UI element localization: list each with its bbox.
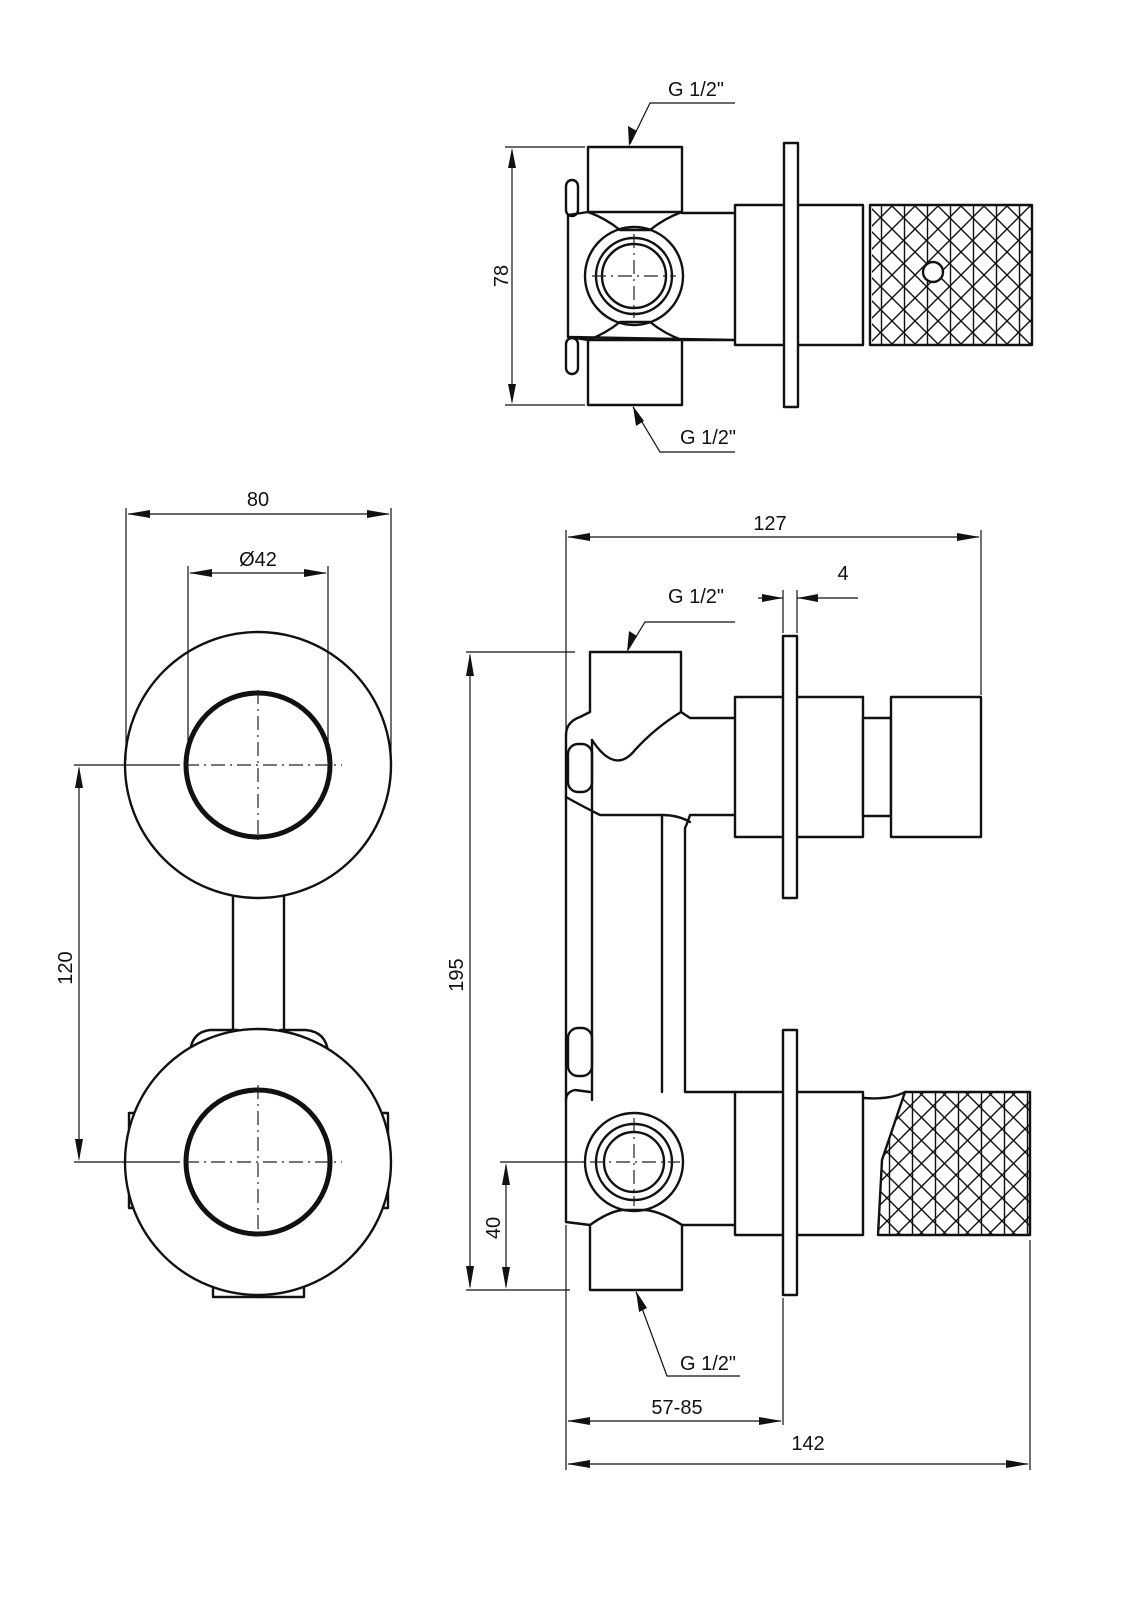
knurl-line	[1121, 205, 1131, 345]
callout-side-upper: G 1/2"	[668, 586, 724, 608]
knurl-line	[1103, 1092, 1131, 1235]
knurl-line	[872, 205, 986, 319]
knurl-line	[1034, 1092, 1131, 1235]
top-port-lower	[586, 338, 684, 407]
side-wall-plate-upper	[781, 634, 799, 900]
dim-plate-thickness: 4	[837, 563, 848, 585]
knurl-line	[872, 300, 917, 345]
dim-handle-diameter: Ø42	[239, 549, 277, 571]
knurl-line	[1005, 318, 1032, 345]
dim-depth-to-handle: 127	[753, 513, 786, 535]
knurl-pattern	[878, 1092, 1131, 1235]
knurl-line	[1103, 1092, 1131, 1235]
front-view: 80 Ø42 120	[55, 489, 393, 1299]
dim-mounting-depth: 57-85	[651, 1397, 702, 1419]
knurl-line	[1098, 205, 1131, 345]
top-clip-lower	[564, 336, 580, 376]
side-knurled-handle	[876, 1090, 1032, 1237]
knurl-line	[964, 1092, 1030, 1235]
knurl-line	[878, 1092, 948, 1235]
knurl-line	[936, 249, 1032, 345]
knurl-line	[918, 1092, 1030, 1235]
side-handle-upper	[889, 695, 983, 839]
knurl-line	[878, 1092, 948, 1235]
top-port-upper	[586, 145, 684, 214]
dim-total-height: 195	[446, 958, 468, 991]
knurl-line	[872, 277, 940, 345]
dim-top-height: 78	[491, 265, 513, 287]
knurl-line	[1075, 205, 1131, 345]
knurl-line	[1057, 1092, 1131, 1235]
front-connector-bar	[231, 890, 286, 1034]
dim-total-depth: 142	[791, 1433, 824, 1455]
side-cartridge-lower	[733, 1090, 865, 1237]
side-view: 127 4 G 1/2" 195 40 G 1/2"	[446, 513, 1131, 1470]
knurl-line	[1034, 1092, 1131, 1235]
callout-top-upper: G 1/2"	[668, 79, 724, 101]
callout-side-lower: G 1/2"	[680, 1353, 736, 1375]
top-handle-hole	[921, 260, 945, 284]
knurl-line	[1005, 205, 1032, 232]
knurl-line	[878, 1092, 994, 1235]
top-outlet-mid	[594, 236, 674, 316]
knurl-pattern	[872, 205, 1131, 345]
knurl-line	[982, 295, 1032, 345]
knurl-line	[1052, 205, 1131, 345]
knurl-line	[913, 226, 1032, 345]
knurl-line	[1075, 205, 1131, 345]
knurl-line	[1121, 205, 1131, 345]
knurl-line	[1080, 1092, 1131, 1235]
side-neck-upper	[861, 716, 893, 818]
dim-rosette-width: 80	[247, 489, 269, 511]
knurl-line	[872, 205, 963, 296]
knurl-line	[959, 272, 1032, 345]
side-clip-lower	[566, 1026, 594, 1078]
side-clip-upper	[566, 742, 594, 794]
top-wall-plate	[782, 141, 800, 409]
knurl-line	[1126, 1092, 1131, 1235]
knurl-line	[878, 1092, 925, 1235]
knurl-line	[1098, 205, 1131, 345]
knurl-line	[987, 1092, 1030, 1235]
callout-top-lower: G 1/2"	[680, 427, 736, 449]
top-clip-upper	[564, 178, 580, 218]
knurl-line	[964, 1092, 1030, 1235]
knurl-line	[941, 1092, 1030, 1235]
knurl-line	[878, 1092, 925, 1235]
side-cartridge-upper	[733, 695, 865, 839]
knurl-line	[878, 1092, 1017, 1235]
knurl-line	[890, 205, 1032, 345]
knurl-line	[895, 1092, 1030, 1235]
knurl-line	[982, 205, 1032, 255]
side-outlet-mid	[594, 1122, 674, 1202]
knurl-line	[872, 205, 940, 273]
dim-outlet-offset: 40	[483, 1217, 505, 1239]
knurl-line	[1028, 341, 1032, 345]
knurl-line	[987, 1092, 1030, 1235]
knurl-line	[1057, 1092, 1131, 1235]
knurl-line	[1080, 1092, 1131, 1235]
dim-axis-spacing: 120	[55, 951, 77, 984]
knurl-line	[1028, 205, 1032, 209]
top-outlet-outer	[583, 225, 685, 327]
top-view: 78 G 1/2" G 1/2"	[491, 79, 1131, 453]
knurl-line	[878, 1092, 971, 1235]
knurl-line	[1126, 1092, 1131, 1235]
knurl-line	[872, 205, 917, 250]
knurl-line	[1052, 205, 1131, 345]
side-wall-plate-lower	[781, 1028, 799, 1297]
